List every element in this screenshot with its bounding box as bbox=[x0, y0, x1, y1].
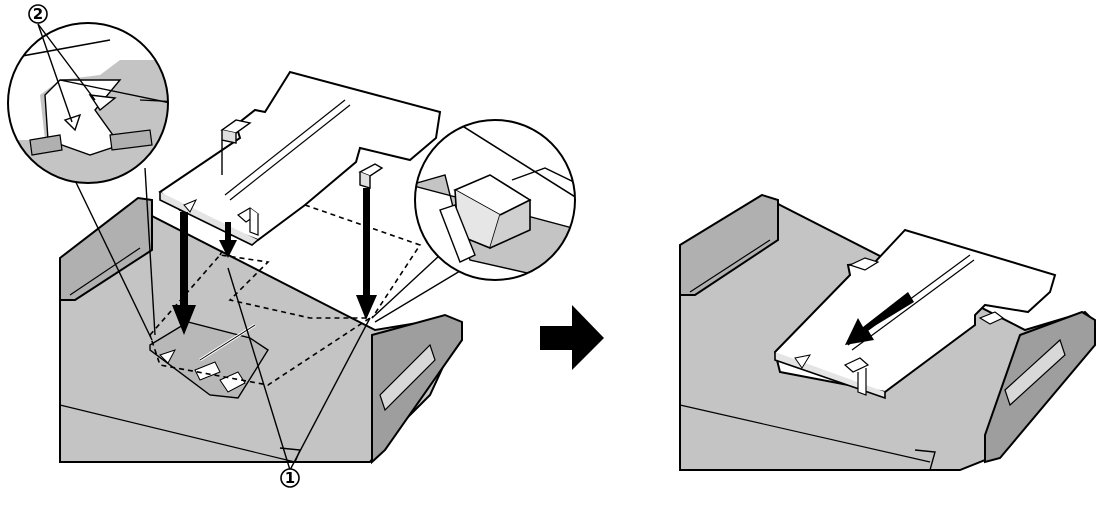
right-panel bbox=[679, 193, 1096, 471]
tray-base-left bbox=[59, 196, 463, 465]
callout-one: 1 bbox=[280, 468, 300, 488]
zoom-circle-left bbox=[7, 22, 169, 184]
svg-text:2: 2 bbox=[33, 5, 43, 23]
installed-holder bbox=[773, 228, 1057, 400]
down-arrow-icon bbox=[172, 140, 377, 335]
callout-two: 2 bbox=[28, 4, 48, 24]
left-panel: 2 1 bbox=[7, 4, 576, 488]
svg-text:1: 1 bbox=[285, 469, 295, 487]
leader-lines-one bbox=[69, 167, 471, 471]
right-arrow-icon bbox=[540, 305, 604, 370]
diagonal-arrow-icon bbox=[845, 292, 914, 345]
zoom-circle-right bbox=[414, 119, 576, 281]
holder-part bbox=[158, 70, 442, 246]
